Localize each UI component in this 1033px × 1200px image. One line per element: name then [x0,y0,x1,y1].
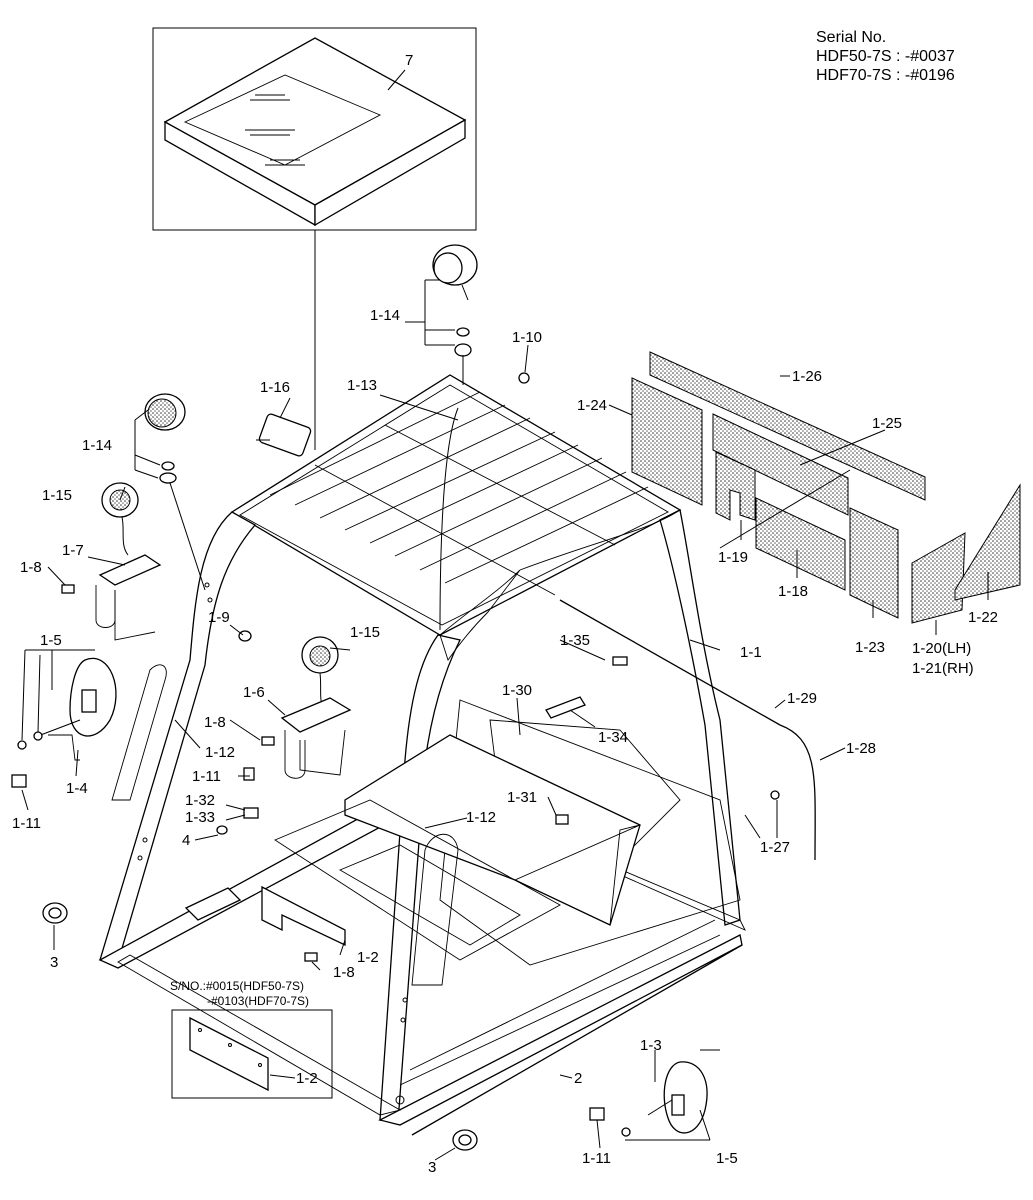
work-lamp-left [144,393,206,591]
callout-1-30: 1-30 [502,682,532,699]
callout-1-19: 1-19 [718,549,748,566]
callout-1-15-center: 1-15 [350,624,380,641]
callout-1-12-center: 1-12 [466,809,496,826]
callout-1-5-left: 1-5 [40,632,62,649]
callout-1-5-bottom: 1-5 [716,1150,738,1167]
callout-1-28: 1-28 [846,740,876,757]
callout-1-31: 1-31 [507,789,537,806]
rear-view-mirror [256,413,312,457]
leader-lines [21,279,989,1161]
callout-2: 2 [574,1070,582,1087]
callout-1-26: 1-26 [792,368,822,385]
callout-1-14-top: 1-14 [370,307,400,324]
callout-1-3: 1-3 [640,1037,662,1054]
serial-number-block: Serial No. HDF50-7S : -#0037 HDF70-7S : … [816,28,955,85]
callout-1-13: 1-13 [347,377,377,394]
callout-1-10: 1-10 [512,329,542,346]
cabin-frame [98,374,816,1126]
callout-1-20: 1-20(LH) [912,640,971,657]
callout-1-35: 1-35 [560,632,590,649]
callout-1-34: 1-34 [598,729,628,746]
inset-note-line1: S/NO.:#0015(HDF50-7S) [170,979,304,993]
mirror-left [17,657,117,761]
callout-1-25: 1-25 [872,415,902,432]
callout-1-21: 1-21(RH) [912,660,974,677]
manual-inset-box [152,27,477,450]
callout-1-2-main: 1-2 [357,949,379,966]
serial-line-hdf50: HDF50-7S : -#0037 [816,48,955,65]
callout-labels: 7 1-14 1-10 1-16 1-13 1-26 1-24 1-25 1-1… [12,52,998,1176]
callout-4: 4 [182,832,190,849]
inset-note-line2: -#0103(HDF70-7S) [207,994,309,1008]
inset-panel-box [171,1009,333,1099]
callout-1-8-left: 1-8 [20,559,42,576]
grommet-bottom [452,1129,478,1151]
callout-1-33: 1-33 [185,809,215,826]
callout-1-29: 1-29 [787,690,817,707]
callout-3-bottom: 3 [428,1159,436,1176]
grommet-left [42,902,68,924]
callout-1-22: 1-22 [968,609,998,626]
callout-1-1: 1-1 [740,644,762,661]
callout-1-7: 1-7 [62,542,84,559]
callout-1-32: 1-32 [185,792,215,809]
serial-heading: Serial No. [816,29,887,46]
callout-1-8-center: 1-8 [204,714,226,731]
callout-1-14-left: 1-14 [82,437,112,454]
rear-lamp-left [95,482,162,641]
callout-1-11-center: 1-11 [192,768,221,785]
callout-1-24: 1-24 [577,397,607,414]
callout-1-9: 1-9 [208,609,230,626]
callout-3-left: 3 [50,954,58,971]
callout-1-18: 1-18 [778,583,808,600]
fasteners [11,372,780,1121]
callout-1-23: 1-23 [855,639,885,656]
callout-1-8-bottom: 1-8 [333,964,355,981]
callout-1-15-left: 1-15 [42,487,72,504]
callout-1-12-left: 1-12 [205,744,235,761]
serial-line-hdf70: HDF70-7S : -#0196 [816,67,955,84]
callout-7: 7 [405,52,413,69]
pads-group [631,351,1021,624]
callout-1-11-bottom: 1-11 [582,1150,611,1167]
callout-1-4: 1-4 [66,780,88,797]
callout-1-27: 1-27 [760,839,790,856]
callout-1-16: 1-16 [260,379,290,396]
callout-1-11-left: 1-11 [12,815,41,832]
callout-1-2-inset: 1-2 [296,1070,318,1087]
rear-lamp-center [280,636,352,779]
callout-1-6: 1-6 [243,684,265,701]
mirror-right [621,1061,708,1137]
work-lamp-top [432,244,478,385]
